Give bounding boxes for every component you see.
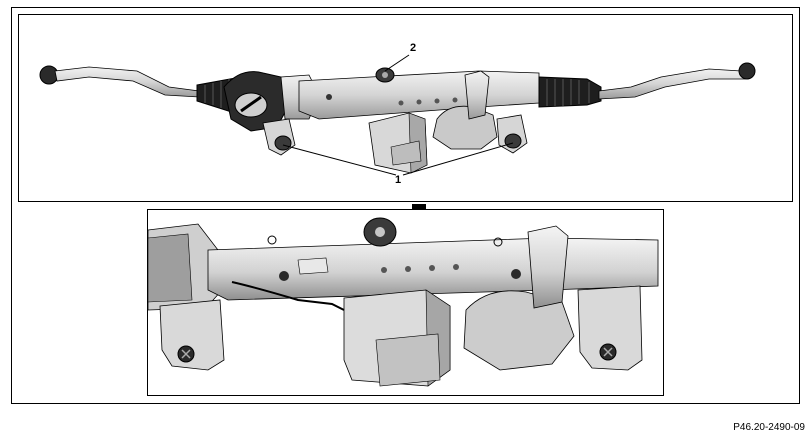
detail-fluid-line xyxy=(231,281,345,311)
right-bellows-boot xyxy=(538,76,602,108)
overview-panel xyxy=(18,14,793,202)
detail-left-bracket xyxy=(159,299,225,371)
callout-leader-lines xyxy=(282,54,514,176)
pinion-housing xyxy=(432,70,498,150)
detail-left-housing xyxy=(148,223,223,311)
callout-label-2: 2 xyxy=(410,42,417,54)
detail-panel xyxy=(147,209,664,396)
steering-rack-detail-drawing xyxy=(148,217,659,387)
electric-motor xyxy=(368,112,428,174)
mounting-point-1-left xyxy=(262,118,296,156)
detail-pinion-housing xyxy=(463,225,575,371)
right-tie-rod xyxy=(598,62,756,100)
figure-reference-code: P46.20-2490-09 xyxy=(733,422,805,433)
rack-housing-tube xyxy=(298,70,540,120)
detail-right-bracket xyxy=(577,285,643,371)
left-tie-rod xyxy=(39,65,200,98)
steering-rack-overview-drawing xyxy=(39,54,756,176)
detail-electric-motor xyxy=(343,289,451,387)
callout-label-1: 1 xyxy=(395,174,402,186)
mounting-point-1-right xyxy=(496,114,528,154)
mounting-point-2 xyxy=(375,67,395,83)
detail-mounting-point-2 xyxy=(363,217,397,247)
